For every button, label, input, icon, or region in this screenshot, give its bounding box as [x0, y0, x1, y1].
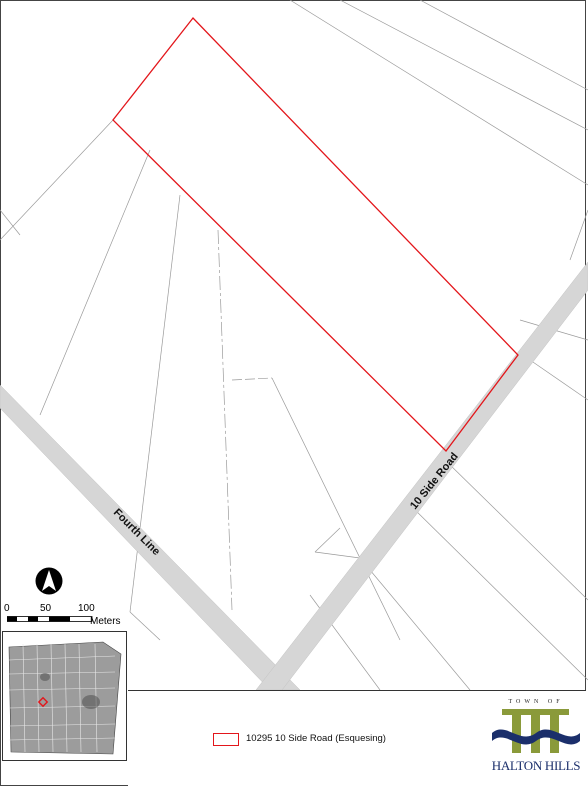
map-canvas[interactable]: Fourth Line 10 Side Road — [0, 0, 588, 690]
inset-map — [2, 631, 127, 761]
scale-tick-100: 100 — [78, 603, 95, 614]
scale-bar: 0 50 100 Meters — [4, 603, 134, 633]
inset-map-graphic — [8, 641, 122, 755]
legend-footer: 10295 10 Side Road (Esquesing) TOWN OF H… — [128, 690, 586, 787]
halton-hills-logo: TOWN OF HALTON HILLS — [488, 699, 584, 783]
property-outline[interactable] — [112, 17, 519, 452]
scale-unit: Meters — [90, 616, 121, 627]
logo-town-text: TOWN OF — [508, 699, 564, 705]
scale-bar-graphic — [7, 616, 93, 622]
roads — [0, 261, 588, 690]
inset-site-marker — [37, 696, 49, 708]
scale-tick-50: 50 — [40, 603, 52, 614]
road-fourth-line — [0, 384, 301, 690]
north-arrow-icon — [35, 567, 63, 595]
parcel-lines — [0, 0, 588, 690]
road-10-side-road — [255, 261, 588, 690]
legend-swatch-property — [213, 733, 239, 746]
logo-name-text: HALTON HILLS — [491, 758, 581, 773]
logo-mark-icon — [492, 709, 580, 753]
scale-tick-0: 0 — [4, 603, 10, 614]
legend-label-property: 10295 10 Side Road (Esquesing) — [246, 733, 386, 744]
